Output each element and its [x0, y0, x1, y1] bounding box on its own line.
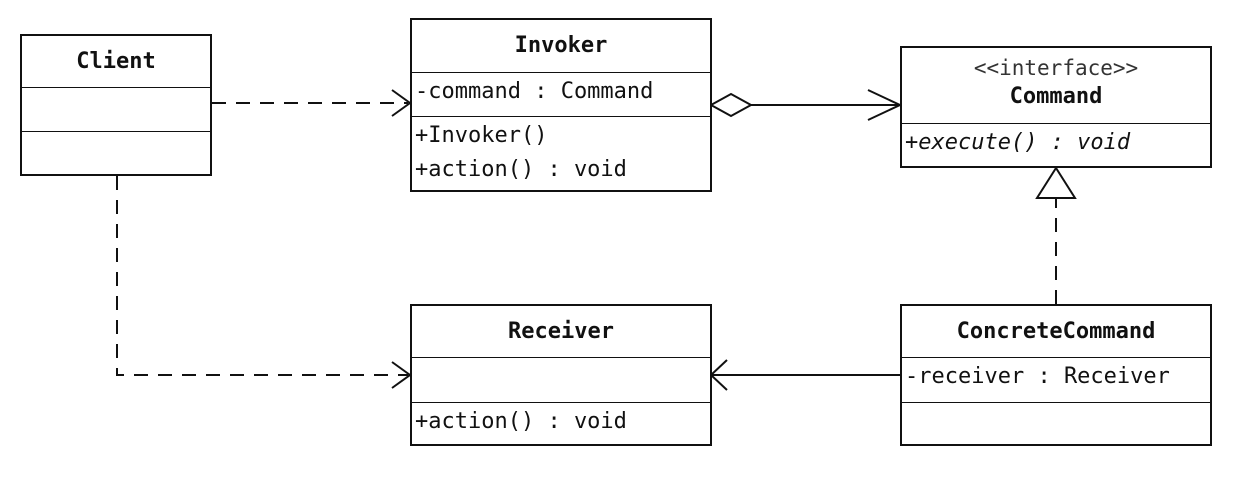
class-concrete-command[interactable]: ConcreteCommand -receiver : Receiver: [900, 304, 1212, 446]
operation: +action() : void: [415, 157, 627, 182]
operations-compartment: [22, 131, 210, 174]
attributes-compartment: -receiver : Receiver: [902, 357, 1210, 402]
operation: +Invoker(): [415, 123, 548, 148]
stereotype-label: <<interface>>: [973, 56, 1139, 80]
operations-compartment: +execute() : void: [902, 123, 1210, 166]
realization-triangle-icon: [1035, 166, 1077, 199]
operations-compartment: [902, 402, 1210, 444]
class-name: Command: [1009, 84, 1103, 109]
class-name: Receiver: [508, 319, 614, 344]
dependency-client-receiver: [116, 176, 412, 389]
attributes-compartment: -command : Command: [412, 72, 710, 116]
class-client[interactable]: Client: [20, 34, 212, 176]
dependency-client-invoker: [212, 89, 412, 117]
operations-compartment: +Invoker() +action() : void: [412, 116, 710, 190]
aggregation-diamond-icon: [708, 92, 754, 118]
class-receiver[interactable]: Receiver +action() : void: [410, 304, 712, 446]
attributes-compartment: [412, 357, 710, 402]
class-name-block: <<interface>> Command: [902, 48, 1210, 123]
attribute: -receiver : Receiver: [905, 364, 1170, 389]
class-name: ConcreteCommand: [956, 319, 1156, 344]
class-name: Client: [76, 49, 156, 74]
attribute: -command : Command: [415, 79, 654, 104]
interface-command[interactable]: <<interface>> Command +execute() : void: [900, 46, 1212, 168]
operations-compartment: +action() : void: [412, 402, 710, 444]
operation: +execute() : void: [905, 130, 1131, 155]
realization-concretecommand-command: [1035, 166, 1077, 304]
attributes-compartment: [22, 87, 210, 131]
class-name: Invoker: [514, 33, 608, 58]
operation: +action() : void: [415, 409, 627, 434]
class-invoker[interactable]: Invoker -command : Command +Invoker() +a…: [410, 18, 712, 192]
aggregation-invoker-command: [708, 89, 903, 121]
association-concretecommand-receiver: [709, 359, 900, 391]
